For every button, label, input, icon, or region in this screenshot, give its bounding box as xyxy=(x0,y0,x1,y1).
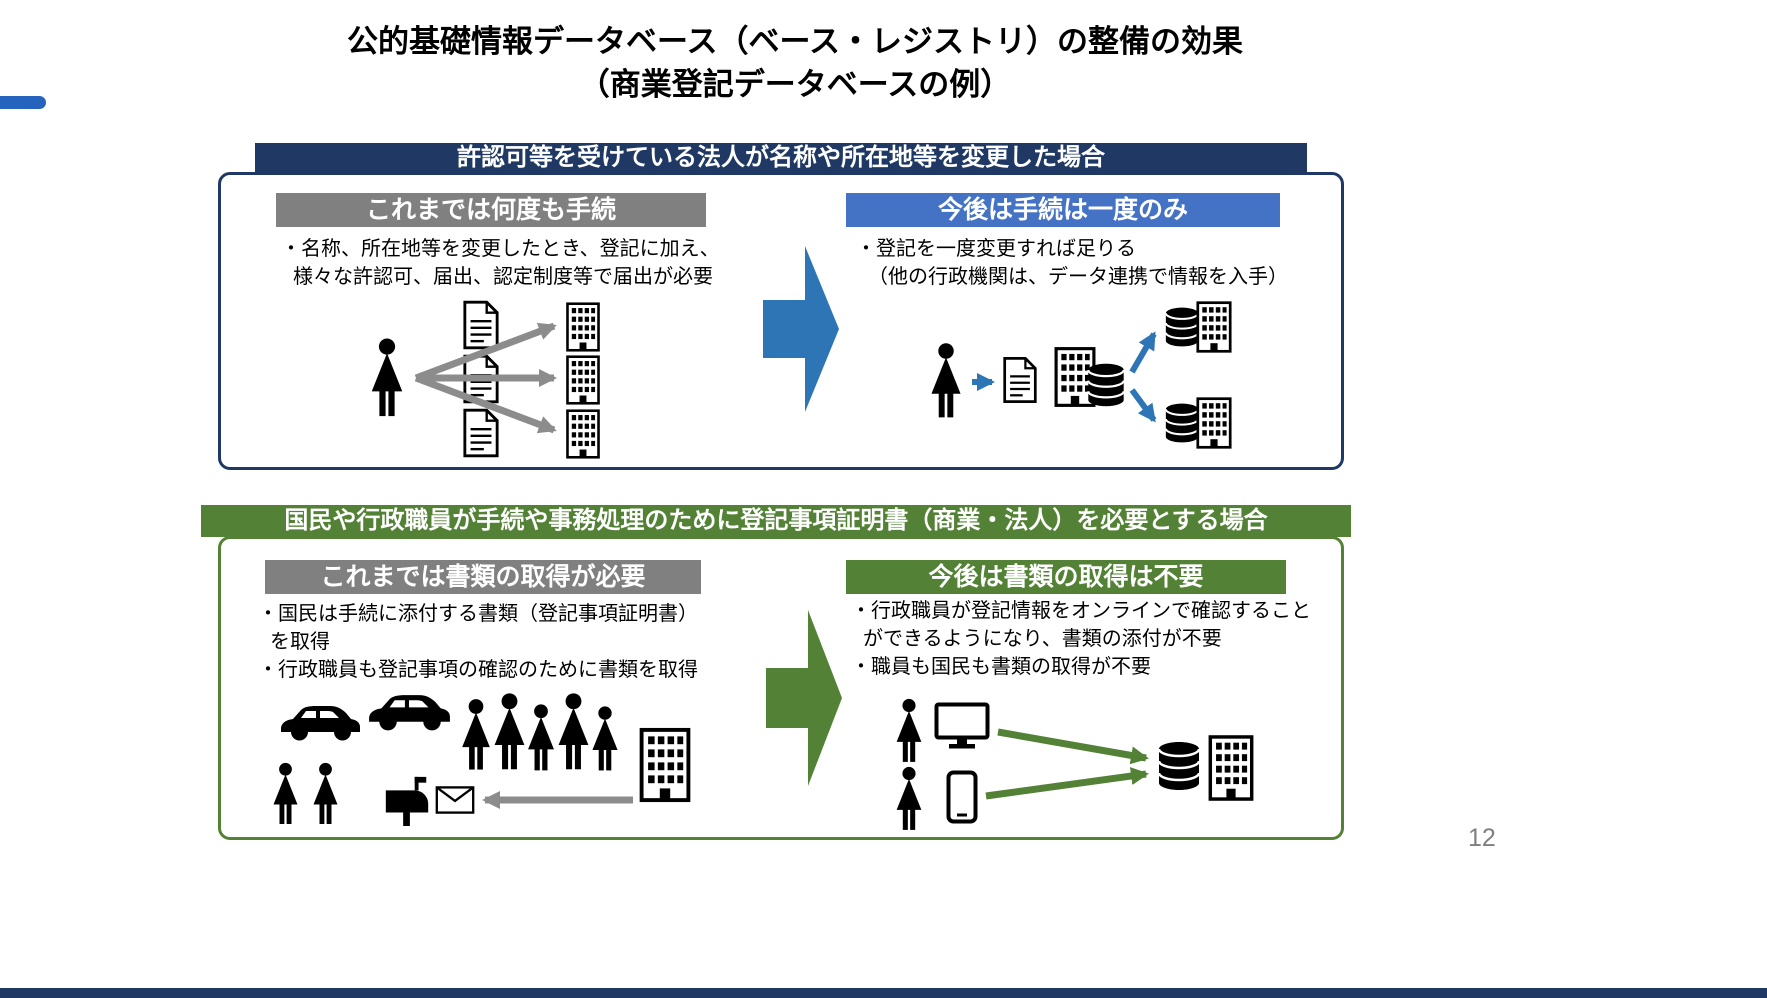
section2-header-bar: 国民や行政職員が手続や事務処理のために登記事項証明書（商業・法人）を必要とする場… xyxy=(201,505,1351,537)
section2-before-header: これまでは書類の取得が必要 xyxy=(265,560,701,594)
section2-after-text: ・行政職員が登記情報をオンラインで確認すること ができるようになり、書類の添付が… xyxy=(851,597,1311,681)
monitor-icon xyxy=(934,702,990,750)
text-line: ・国民は手続に添付する書類（登記事項証明書） xyxy=(258,603,698,625)
text-line: ・名称、所在地等を変更したとき、登記に加え、 xyxy=(281,238,720,260)
slide-title-line2: （商業登記データベースの例） xyxy=(578,67,1012,102)
document-icon xyxy=(463,408,499,458)
person-icon xyxy=(558,693,589,770)
person-icon xyxy=(896,766,922,830)
fan-out-arrow-icon xyxy=(414,322,557,434)
building-icon xyxy=(642,730,689,800)
section1-after-text: ・登記を一度変更すれば足りる （他の行政機関は、データ連携で情報を入手） xyxy=(856,235,1288,291)
building-icon xyxy=(1208,734,1254,802)
document-icon xyxy=(463,300,499,350)
person-icon xyxy=(931,343,961,418)
text-line: 様々な許認可、届出、認定制度等で届出が必要 xyxy=(293,266,713,288)
person-icon xyxy=(528,704,554,771)
section1-after-header: 今後は手続は一度のみ xyxy=(846,193,1280,227)
smartphone-icon xyxy=(946,770,978,824)
text-line: ・行政職員も登記事項の確認のために書類を取得 xyxy=(258,659,698,681)
arrow-down-right-icon xyxy=(1129,388,1157,423)
text-line: （他の行政機関は、データ連携で情報を入手） xyxy=(868,266,1288,288)
database-icon xyxy=(1157,740,1201,792)
section2-before-text: ・国民は手続に添付する書類（登記事項証明書） を取得 ・行政職員も登記事項の確認… xyxy=(258,600,698,684)
text-line: ・職員も国民も書類の取得が不要 xyxy=(851,656,1151,678)
building-icon xyxy=(566,302,600,352)
transition-arrow-blue-icon xyxy=(763,246,839,412)
illustration-after-certificates xyxy=(896,698,1254,830)
illustration-before-change xyxy=(371,300,600,459)
section2-after-header: 今後は書類の取得は不要 xyxy=(846,560,1286,594)
mailbox-icon xyxy=(385,776,429,826)
building-icon xyxy=(1196,301,1232,353)
building-icon xyxy=(566,355,600,405)
person-icon xyxy=(592,706,618,771)
text-line: ・登記を一度変更すれば足りる xyxy=(856,238,1136,260)
document-icon xyxy=(1003,357,1037,403)
database-icon xyxy=(1164,306,1200,348)
section1-before-header: これまでは何度も手続 xyxy=(276,193,706,227)
building-icon xyxy=(566,409,600,459)
person-icon xyxy=(313,762,338,824)
database-icon xyxy=(1164,402,1200,444)
person-icon xyxy=(494,693,525,770)
building-icon xyxy=(1196,397,1232,449)
slide-title: 公的基礎情報データベース（ベース・レジストリ）の整備の効果 （商業登記データベー… xyxy=(0,20,1590,106)
text-line: ・行政職員が登記情報をオンラインで確認すること xyxy=(851,600,1311,622)
transition-arrow-green-icon xyxy=(766,610,842,786)
person-icon xyxy=(462,699,490,770)
illustration-after-change xyxy=(931,301,1232,449)
person-icon xyxy=(273,762,298,824)
person-icon xyxy=(896,698,922,762)
accent-bar xyxy=(0,96,46,109)
page-number: 12 xyxy=(1468,824,1496,852)
text-line: ができるようになり、書類の添付が不要 xyxy=(863,628,1222,650)
building-icon xyxy=(1054,346,1096,408)
arrow-right-icon xyxy=(997,728,1149,765)
footer-bar xyxy=(0,988,1767,998)
person-icon xyxy=(371,338,403,417)
envelope-icon xyxy=(435,786,475,814)
illustration-before-certificates xyxy=(273,693,715,826)
slide-title-line1: 公的基礎情報データベース（ベース・レジストリ）の整備の効果 xyxy=(347,24,1243,59)
arrow-up-right-icon xyxy=(1129,331,1157,374)
car-icon xyxy=(281,706,360,741)
car-icon xyxy=(369,695,450,731)
arrow-right-icon xyxy=(985,767,1149,800)
database-icon xyxy=(1087,362,1125,408)
section1-header-bar: 許認可等を受けている法人が名称や所在地等を変更した場合 xyxy=(255,143,1307,173)
section1-before-text: ・名称、所在地等を変更したとき、登記に加え、 様々な許認可、届出、認定制度等で届… xyxy=(281,235,720,291)
text-line: を取得 xyxy=(270,631,330,653)
people-group-icon xyxy=(462,693,618,771)
